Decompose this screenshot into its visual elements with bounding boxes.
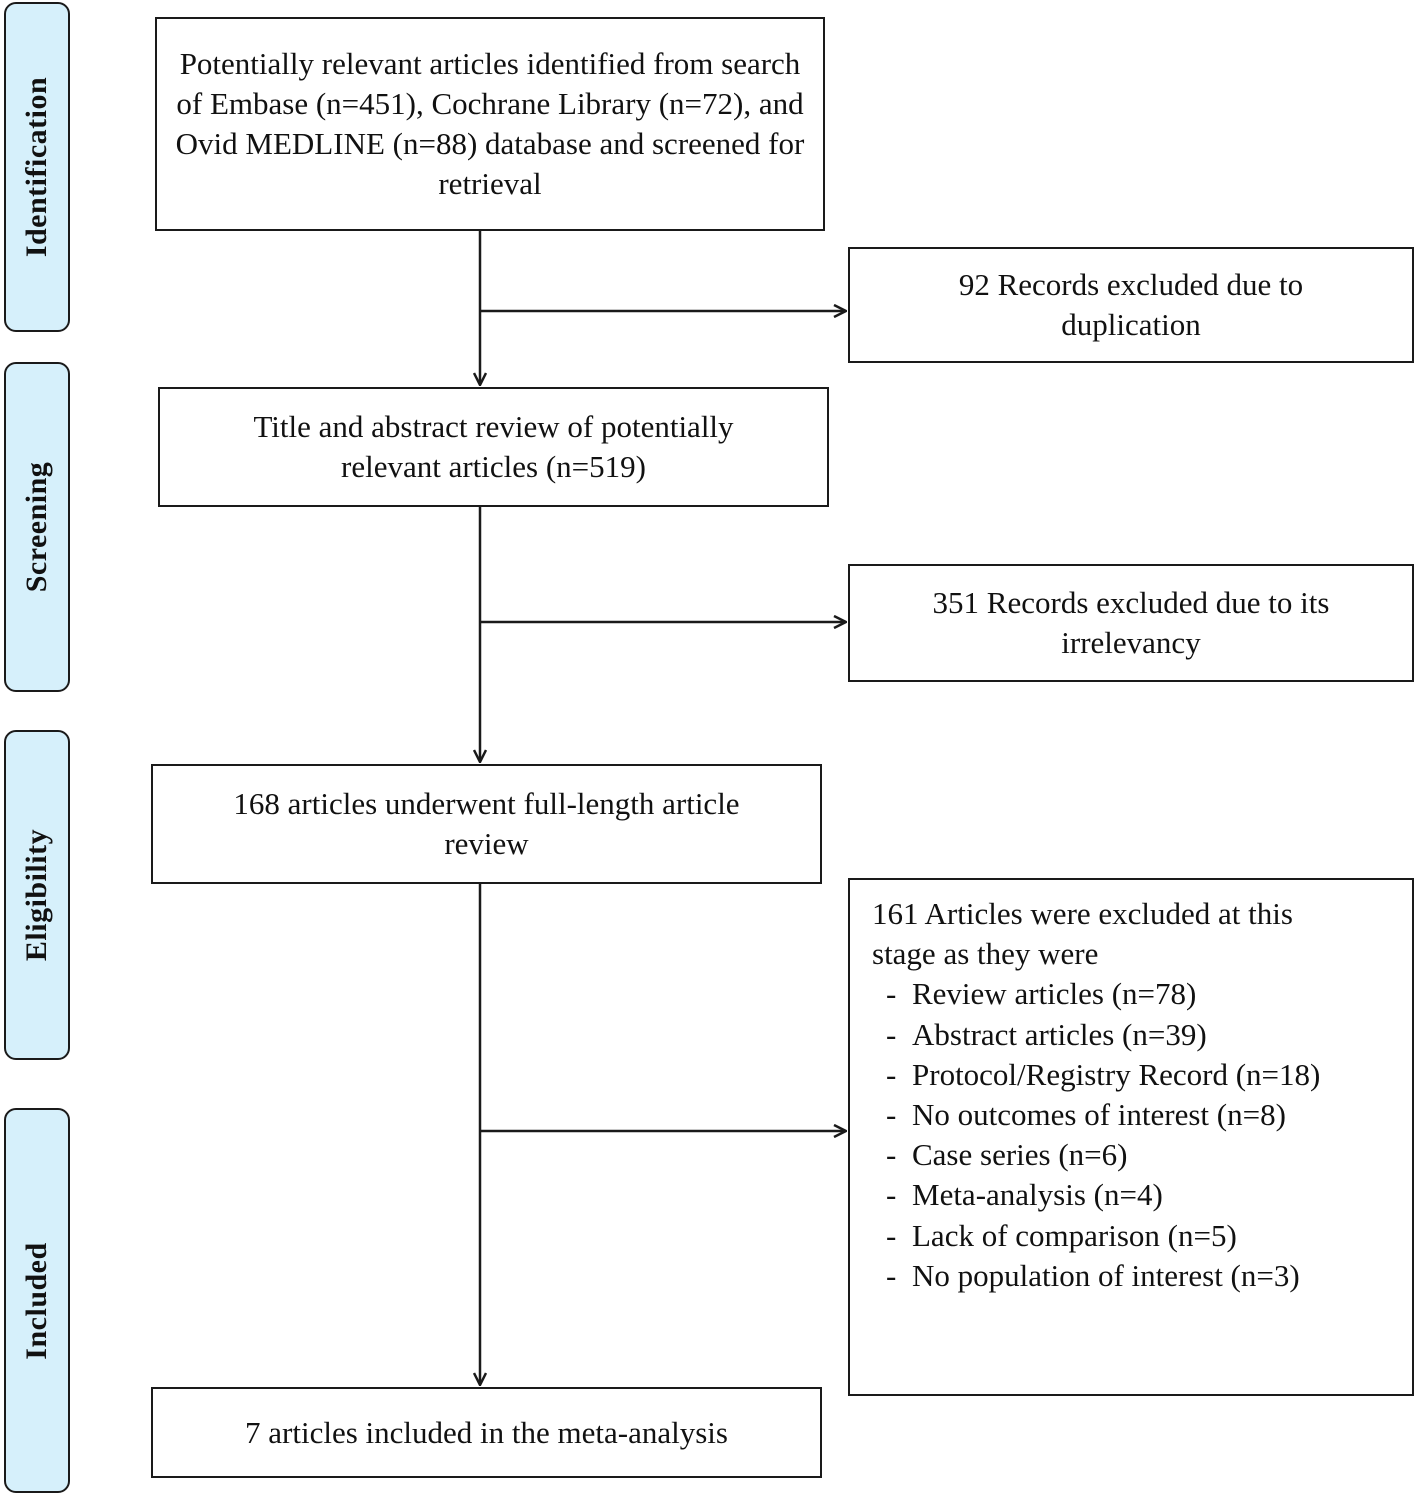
duplication-exclusion-text: 92 Records excluded due to duplication xyxy=(958,267,1304,342)
stage-identification: Identification xyxy=(4,2,70,332)
fulltext-exclusion-box: 161 Articles were excluded at this stage… xyxy=(848,878,1414,1396)
exclusion-reason-item: -Review articles (n=78) xyxy=(882,974,1392,1014)
exclusion-reason-item: -Protocol/Registry Record (n=18) xyxy=(882,1055,1392,1095)
bullet-dash: - xyxy=(886,1016,897,1052)
irrelevancy-exclusion-box: 351 Records excluded due to its irreleva… xyxy=(848,564,1414,682)
full-length-review-text: 168 articles underwent full-length artic… xyxy=(233,786,740,861)
exclusion-reason-item: -No outcomes of interest (n=8) xyxy=(882,1095,1392,1135)
title-abstract-review-box: Title and abstract review of potentially… xyxy=(158,387,829,507)
bullet-dash: - xyxy=(886,1177,897,1213)
exclusion-reason-text: No population of interest (n=3) xyxy=(912,1257,1300,1293)
bullet-dash: - xyxy=(886,1097,897,1133)
exclusion-reason-item: -Case series (n=6) xyxy=(882,1135,1392,1175)
exclusion-reason-text: Case series (n=6) xyxy=(912,1137,1128,1173)
stage-screening: Screening xyxy=(4,362,70,692)
irrelevancy-exclusion-text: 351 Records excluded due to its irreleva… xyxy=(932,585,1330,660)
duplication-exclusion-box: 92 Records excluded due to duplication xyxy=(848,247,1414,363)
exclusion-reason-item: -Meta-analysis (n=4) xyxy=(882,1175,1392,1215)
bullet-dash: - xyxy=(886,976,897,1012)
full-length-review-box: 168 articles underwent full-length artic… xyxy=(151,764,822,884)
exclusion-reason-text: No outcomes of interest (n=8) xyxy=(912,1097,1286,1133)
fulltext-exclusion-reasons: -Review articles (n=78) -Abstract articl… xyxy=(872,974,1392,1296)
exclusion-reason-item: -Abstract articles (n=39) xyxy=(882,1015,1392,1055)
bullet-dash: - xyxy=(886,1137,897,1173)
stage-eligibility: Eligibility xyxy=(4,730,70,1060)
title-abstract-review-text: Title and abstract review of potentially… xyxy=(253,409,734,484)
exclusion-reason-item: -No population of interest (n=3) xyxy=(882,1256,1392,1296)
included-studies-text: 7 articles included in the meta-analysis xyxy=(245,1414,728,1450)
fulltext-exclusion-intro: 161 Articles were excluded at this stage… xyxy=(872,896,1293,972)
identified-records-box: Potentially relevant articles identified… xyxy=(155,17,825,231)
bullet-dash: - xyxy=(886,1056,897,1092)
bullet-dash: - xyxy=(886,1257,897,1293)
bullet-dash: - xyxy=(886,1217,897,1253)
identified-records-text: Potentially relevant articles identified… xyxy=(175,46,805,201)
exclusion-reason-item: -Lack of comparison (n=5) xyxy=(882,1216,1392,1256)
included-studies-box: 7 articles included in the meta-analysis xyxy=(151,1387,822,1478)
exclusion-reason-text: Review articles (n=78) xyxy=(912,976,1197,1012)
exclusion-reason-text: Abstract articles (n=39) xyxy=(912,1016,1207,1052)
exclusion-reason-text: Meta-analysis (n=4) xyxy=(912,1177,1163,1213)
stage-included: Included xyxy=(4,1108,70,1493)
exclusion-reason-text: Protocol/Registry Record (n=18) xyxy=(912,1056,1321,1092)
exclusion-reason-text: Lack of comparison (n=5) xyxy=(912,1217,1237,1253)
